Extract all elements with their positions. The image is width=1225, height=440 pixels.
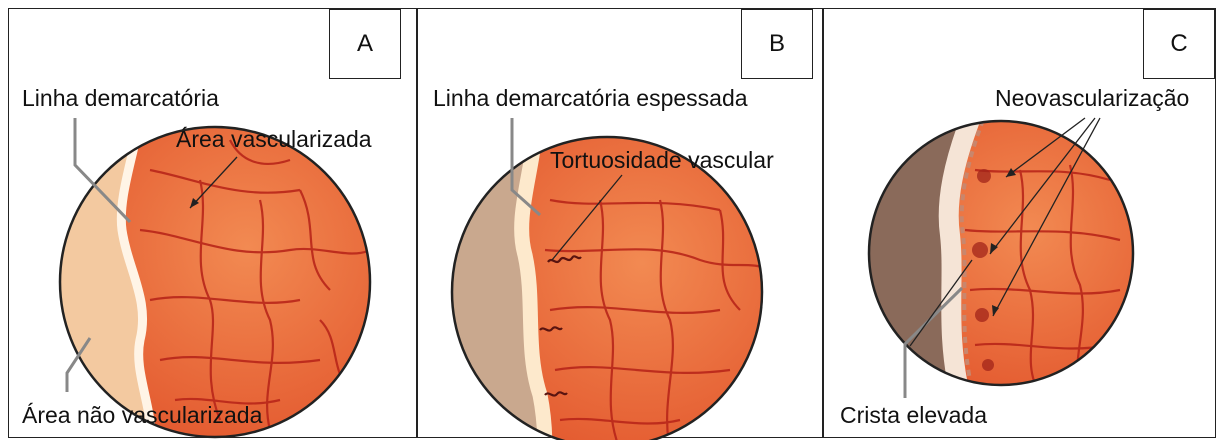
label-vascular-tortuosity: Tortuosidade vascular	[550, 149, 774, 172]
panel-letter-c: C	[1143, 9, 1215, 79]
panel-letter-b: B	[741, 9, 813, 79]
label-elevated-ridge: Crista elevada	[840, 404, 987, 427]
panel-letter-a: A	[329, 9, 401, 79]
label-neovascularization: Neovascularização	[995, 87, 1189, 110]
retina-a	[55, 120, 375, 440]
label-thick-demarcation-line: Linha demarcatória espessada	[433, 87, 748, 110]
label-vascular-area: Área vascularizada	[176, 128, 372, 151]
retina-b	[450, 135, 770, 440]
label-demarcation-line: Linha demarcatória	[22, 87, 219, 110]
label-avascular-area: Área não vascularizada	[22, 404, 262, 427]
